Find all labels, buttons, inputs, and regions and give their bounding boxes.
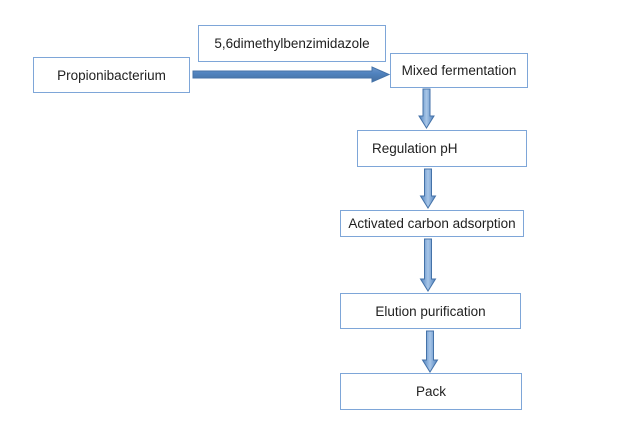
arrow-down-icon [418,88,435,129]
node-elution-purification: Elution purification [340,293,521,329]
arrow-down-icon [419,238,437,292]
node-pack: Pack [340,373,522,410]
arrow-down-icon [419,168,437,209]
node-mixed-fermentation: Mixed fermentation [390,53,528,88]
node-dimethylbenzimidazole: 5,6dimethylbenzimidazole [198,25,386,62]
node-activated-carbon-adsorption: Activated carbon adsorption [340,210,524,237]
arrow-down-icon [421,330,439,373]
arrow-right-icon [192,66,391,83]
node-propionibacterium: Propionibacterium [33,57,190,93]
node-regulation-ph: Regulation pH [357,130,527,167]
